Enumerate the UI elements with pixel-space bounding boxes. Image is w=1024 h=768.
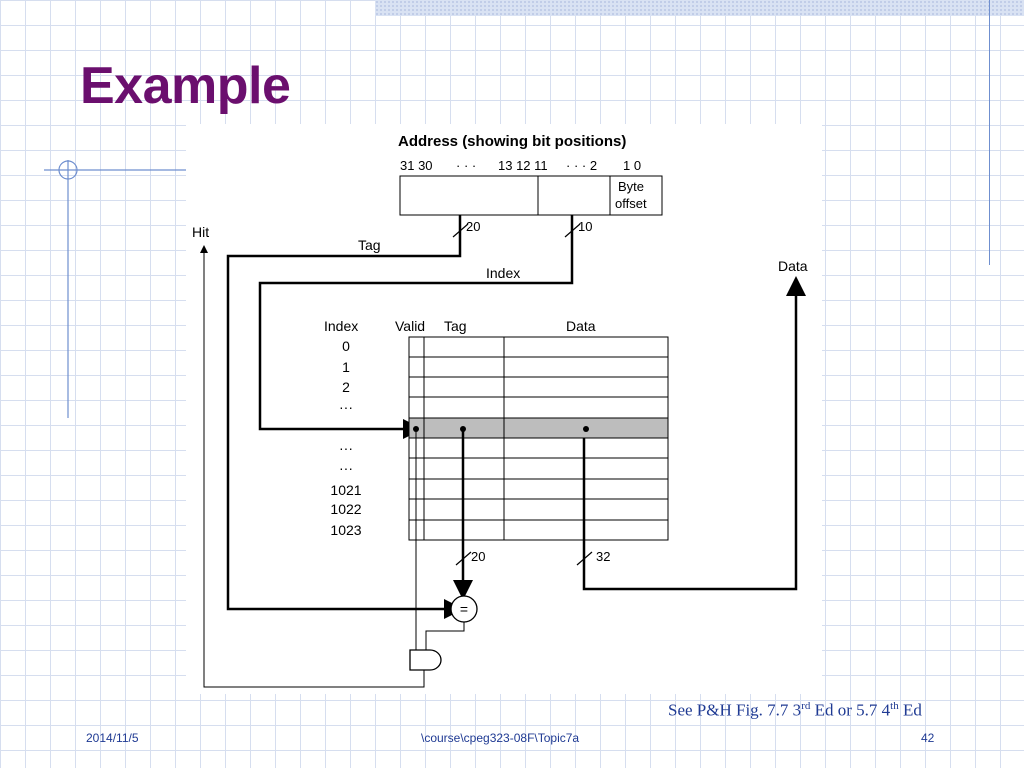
data-label: Data <box>778 258 808 274</box>
row-index-label: 1 <box>342 359 350 375</box>
tag-path-wire <box>226 215 464 619</box>
row-index-label: 2 <box>342 379 350 395</box>
data-width-label: 32 <box>596 549 610 564</box>
data-output-wire <box>582 276 806 591</box>
footer-date: 2014/11/5 <box>86 731 139 745</box>
tag-label: Tag <box>358 237 381 253</box>
row-index-label: ··· <box>339 399 353 415</box>
hit-label: Hit <box>192 224 209 240</box>
bit-label-high: 31 30 <box>400 158 433 173</box>
column-header-index: Index <box>324 318 358 334</box>
row-index-label: ··· <box>339 440 353 456</box>
compare-width-slash <box>455 551 472 566</box>
address-register <box>399 175 663 216</box>
column-header-tag: Tag <box>444 318 467 334</box>
address-title: Address (showing bit positions) <box>398 133 626 150</box>
tag-width-slash <box>452 223 469 238</box>
selected-cache-row <box>409 418 668 438</box>
header-decoration-band <box>375 0 1024 16</box>
bit-dots-2: · · · 2 <box>566 158 597 173</box>
compare-width-label: 20 <box>471 549 485 564</box>
column-header-valid: Valid <box>395 318 425 334</box>
figure-reference: See P&H Fig. 7.7 3rd Ed or 5.7 4th Ed <box>668 700 922 720</box>
tag-width-label: 20 <box>466 219 480 234</box>
byte-offset-label-1: Byte <box>618 179 644 194</box>
row-index-label: 1023 <box>330 522 361 538</box>
column-header-data: Data <box>566 318 596 334</box>
corner-ornament <box>44 160 186 418</box>
right-decoration-rule <box>989 0 990 265</box>
bit-label-mid: 13 12 11 <box>498 158 548 173</box>
index-label: Index <box>486 265 520 281</box>
hit-output-wire <box>200 245 425 688</box>
index-path-wire <box>258 215 574 439</box>
row-index-label: 1022 <box>330 501 361 517</box>
row-index-label: 1021 <box>330 482 361 498</box>
cache-diagram: Address (showing bit positions) 31 30 · … <box>186 124 822 694</box>
row-index-label: ··· <box>339 460 353 476</box>
bit-label-low: 1 0 <box>623 158 641 173</box>
and-gate <box>409 649 442 671</box>
footer-path: \course\cpeg323-08F\Topic7a <box>421 731 580 745</box>
data-width-slash <box>576 551 593 566</box>
compare-result-wire <box>425 622 465 650</box>
index-width-label: 10 <box>578 219 592 234</box>
bit-dots-1: · · · <box>456 158 476 173</box>
row-index-label: 0 <box>342 338 350 354</box>
slide-title: Example <box>80 57 291 115</box>
page-number: 42 <box>921 731 935 745</box>
index-width-slash <box>564 223 581 238</box>
byte-offset-label-2: offset <box>615 196 647 211</box>
comparator-symbol: = <box>460 601 468 617</box>
